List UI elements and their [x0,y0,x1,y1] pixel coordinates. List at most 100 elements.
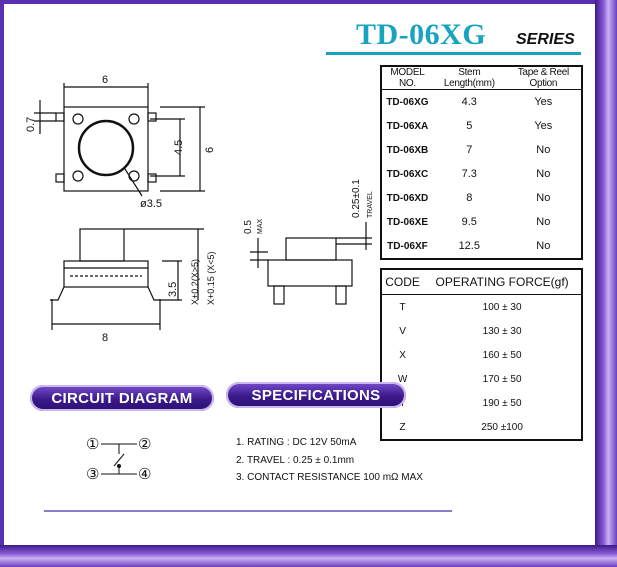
force-cell: 100 ± 30 [482,301,522,313]
top-view-pin-3 [55,173,65,183]
table-row: TD-06XA 5 Yes [381,114,582,138]
code-cell: T [399,301,406,313]
header-force: OPERATING FORCE(gf) [423,269,582,295]
top-view-pin-1 [55,112,65,122]
tape-cell: No [536,216,551,228]
force-table: CODE OPERATING FORCE(gf) T 100 ± 30 V 130 … [380,268,583,441]
table-row: TD-06XE 9.5 No [381,210,582,234]
product-title: TD-06XG [356,18,487,51]
force-cell: 250 ±100 [481,421,523,433]
circuit-pin-1: ① [86,436,99,453]
spec-rating: 1. RATING : DC 12V 50mA [236,437,357,448]
tape-cell: No [536,192,551,204]
length-cell: 7.3 [461,168,477,180]
bottom-divider [44,510,452,512]
side-view-pin-left [273,285,285,305]
frame-top-border [0,0,617,4]
top-view-pin-2 [147,112,157,122]
side-view-body [267,259,353,287]
side-view-stem [285,237,337,261]
dim-width-label: 6 [102,74,108,86]
side-dim-max-value: 0.5 [243,220,254,234]
spec-travel: 2. TRAVEL : 0.25 ± 0.1mm [236,455,355,466]
table-row: TD-06XF 12.5 No [381,234,582,259]
code-cell: V [399,325,406,337]
dim-diameter-label: ø3.5 [140,198,162,210]
force-cell: 160 ± 50 [482,349,522,361]
length-cell: 9.5 [461,216,477,228]
tape-cell: No [536,144,551,156]
code-cell: X [399,349,406,361]
tape-cell: No [536,240,551,252]
model-cell: TD-06XD [386,192,429,204]
tape-cell: Yes [534,120,553,132]
table-row: TD-06XD 8 No [381,186,582,210]
front-dim-len-label: 8 [102,332,108,344]
code-cell: Z [399,421,406,433]
model-cell: TD-06XG [386,96,429,108]
table-row: TD-06XB 7 No [381,138,582,162]
header-code: CODE [381,269,424,295]
top-view-hole-4 [128,170,140,182]
length-cell: 7 [466,144,473,156]
top-view-hole-3 [72,170,84,182]
table-row: Y190 ± 50 [381,391,582,415]
table-row: TD-06XC 7.3 No [381,162,582,186]
frame-left-border [0,0,4,567]
front-view-leads [50,286,162,301]
side-dim-travel-value: 0.25±0.1 [351,179,362,218]
front-view-body [63,260,149,288]
circuit-pin-4: ④ [138,466,151,483]
table-row: TD-06XG 4.3 Yes [381,90,582,115]
side-view-pin-right [335,285,347,305]
circuit-pin-2: ② [138,436,151,453]
title-underline [326,52,581,55]
frame-right-border [595,0,617,567]
table-row: V 130 ± 30 [381,319,582,343]
table-row: Z 250 ±100 [381,415,582,440]
force-cell: 170 ± 50 [482,373,522,385]
frame-bottom-border [0,545,617,567]
top-view-hole-1 [72,113,84,125]
model-cell: TD-06XE [386,216,428,228]
table-row: T 100 ± 30 [381,295,582,320]
circuit-diagram-heading: CIRCUIT DIAGRAM [30,385,214,411]
side-dim-travel-label: TRAVEL [367,191,374,218]
series-label: SERIES [516,31,575,48]
length-cell: 5 [466,120,473,132]
front-dim-x1-label: X+0.2(X>5) [190,259,200,305]
top-view-hole-2 [128,113,140,125]
top-view-body [63,106,149,192]
side-dim-max-label: MAX [257,219,264,235]
dim-height-label: 6 [204,147,216,153]
circuit-pin-3: ③ [86,466,99,483]
length-cell: 8 [466,192,473,204]
front-dim-h-label: 3.5 [167,282,179,297]
length-cell: 12.5 [458,240,480,252]
front-view-stem [79,228,125,262]
specifications-heading: SPECIFICATIONS [226,382,406,408]
header-model: MODEL NO. [381,66,433,90]
circuit-diagram [101,443,137,475]
header-length: Stem Length(mm) [432,66,506,90]
table-row: X 160 ± 50 [381,343,582,367]
table-row: W 170 ± 50 [381,367,582,391]
spec-contact-resistance: 3. CONTACT RESISTANCE 100 mΩ MAX [236,472,423,483]
model-table-header: MODEL NO. Stem Length(mm) Tape & Reel Op… [381,66,582,90]
force-cell: 130 ± 30 [482,325,522,337]
header-tape: Tape & Reel Option [505,66,582,90]
model-cell: TD-06XA [386,120,429,132]
tape-cell: No [536,168,551,180]
top-view-pin-4 [147,173,157,183]
top-view-actuator [77,119,135,177]
force-table-header: CODE OPERATING FORCE(gf) [381,269,582,295]
code-cell: W [397,373,408,385]
model-cell: TD-06XC [386,168,429,180]
front-dim-x2-label: X+0.15 (X<5) [206,251,216,305]
dim-inner-label: 4.5 [173,140,185,155]
dim-pin-label: 0.7 [25,117,37,132]
model-cell: TD-06XF [387,240,428,252]
model-cell: TD-06XB [386,144,429,156]
